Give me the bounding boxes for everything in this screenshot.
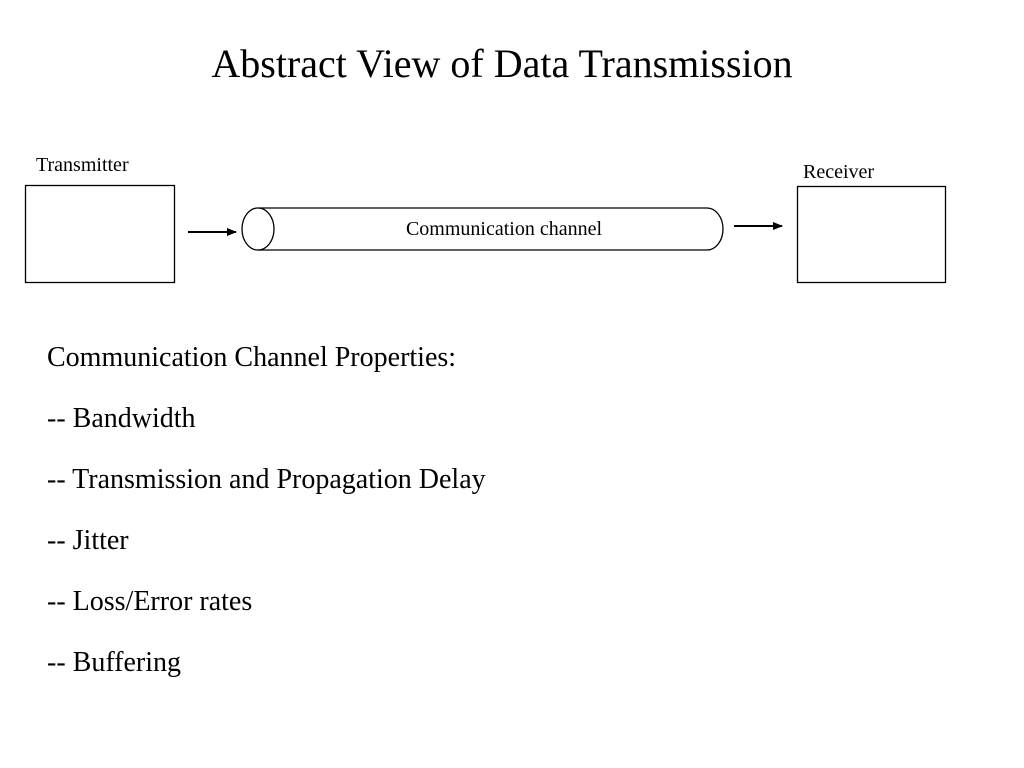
channel-properties: Communication Channel Properties: -- Ban… (47, 336, 947, 702)
channel-label: Communication channel (406, 218, 603, 240)
property-item-jitter: -- Jitter (47, 525, 129, 556)
properties-heading: Communication Channel Properties: (47, 342, 457, 373)
channel-pipe-body (258, 207, 724, 251)
property-item-loss-error: -- Loss/Error rates (47, 586, 253, 617)
transmitter-box (24, 184, 176, 284)
data-transmission-diagram: Transmitter Communication channel Receiv… (24, 154, 947, 284)
receiver-label: Receiver (803, 161, 874, 183)
communication-channel: Communication channel (241, 207, 724, 251)
property-item-delay: -- Transmission and Propagation Delay (47, 464, 486, 495)
properties-list: -- Bandwidth -- Transmission and Propaga… (47, 397, 947, 685)
slide-title: Abstract View of Data Transmission (211, 41, 793, 86)
channel-pipe-end (241, 207, 275, 251)
receiver-box (796, 185, 947, 284)
property-item-bandwidth: -- Bandwidth (47, 403, 196, 434)
property-item-buffering: -- Buffering (47, 647, 181, 678)
transmitter-label: Transmitter (36, 154, 129, 176)
